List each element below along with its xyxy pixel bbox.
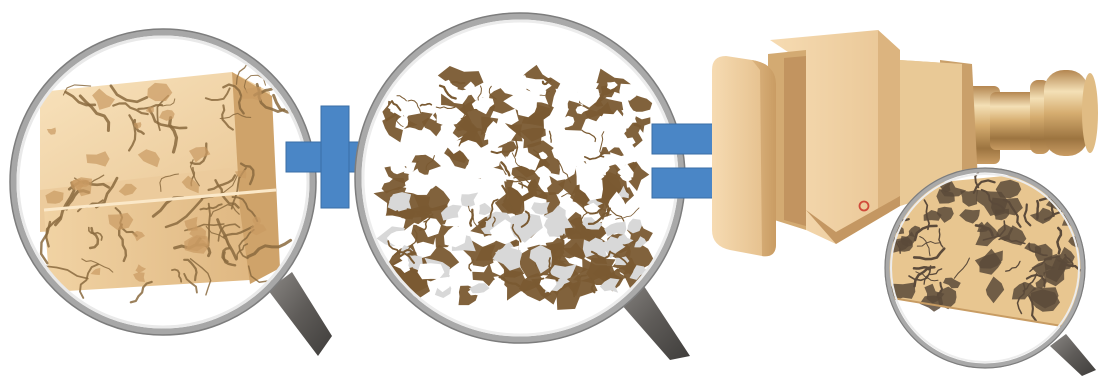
- dense-ceramic-block: [40, 47, 295, 302]
- metal-fitting: [960, 70, 1098, 164]
- magnifier-handle: [268, 272, 332, 356]
- magnifier-dense-material: [10, 29, 332, 356]
- magnifier-porous-material: [340, 0, 700, 360]
- magnifier-handle: [1050, 334, 1096, 376]
